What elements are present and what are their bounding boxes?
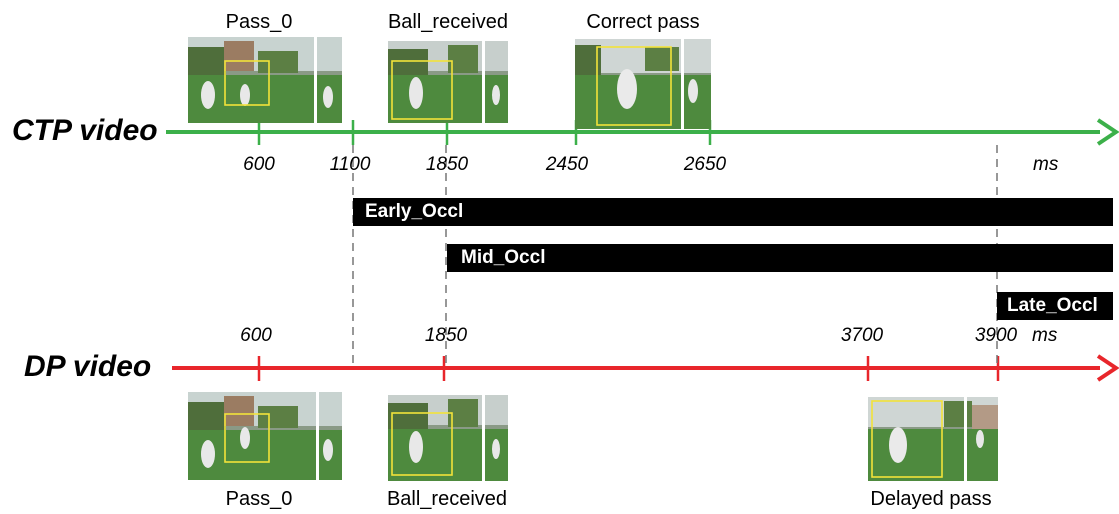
dp-arrow-head: [1096, 354, 1119, 382]
dp-frame-label-pass0: Pass_0: [225, 488, 293, 510]
dp-tick-label-3700: 3700: [840, 325, 884, 346]
dp-units-label: ms: [1032, 325, 1058, 346]
dp-tick-label-1850: 1850: [424, 325, 468, 346]
ctp-tick-label-600: 600: [243, 154, 275, 175]
mid-occlusion-bar: Mid_Occl: [447, 244, 1113, 272]
ctp-tick-label-2450: 2450: [545, 154, 589, 175]
early-occlusion-label: Early_Occl: [365, 201, 464, 222]
ctp-tick-label-1100: 1100: [329, 154, 371, 175]
ctp-frame-label-pass0: Pass_0: [225, 11, 293, 33]
late-occlusion-label: Late_Occl: [1007, 295, 1098, 316]
ctp-arrow-head: [1096, 118, 1119, 146]
dp-frame-thumbnail-ball-received: [388, 395, 508, 481]
ctp-frame-thumbnail-pass0: [188, 37, 342, 123]
dp-tick-label-3900: 3900: [974, 325, 1018, 346]
ctp-video-title: CTP video: [12, 114, 158, 147]
ctp-frame-label-ball-received: Ball_received: [387, 11, 509, 33]
dp-frame-label-ball-received: Ball_received: [386, 488, 508, 510]
dp-frame-thumbnail-pass0: [188, 392, 342, 480]
ctp-tick-label-2650: 2650: [683, 154, 727, 175]
ctp-frame-thumbnail-ball-received: [388, 41, 508, 123]
ctp-tick-label-1850: 1850: [425, 154, 469, 175]
dp-frame-label-delayed-pass: Delayed pass: [870, 488, 992, 510]
early-occlusion-bar: Early_Occl: [353, 198, 1113, 226]
ctp-frame-label-correct-pass: Correct pass: [586, 11, 700, 33]
ctp-frame-thumbnail-correct-pass: [575, 39, 711, 129]
dp-video-title: DP video: [24, 350, 152, 383]
ctp-units-label: ms: [1033, 154, 1059, 175]
dp-tick-label-600: 600: [240, 325, 272, 346]
dp-frame-thumbnail-delayed-pass: [868, 397, 998, 481]
mid-occlusion-label: Mid_Occl: [461, 247, 546, 268]
late-occlusion-bar: Late_Occl: [997, 292, 1113, 320]
